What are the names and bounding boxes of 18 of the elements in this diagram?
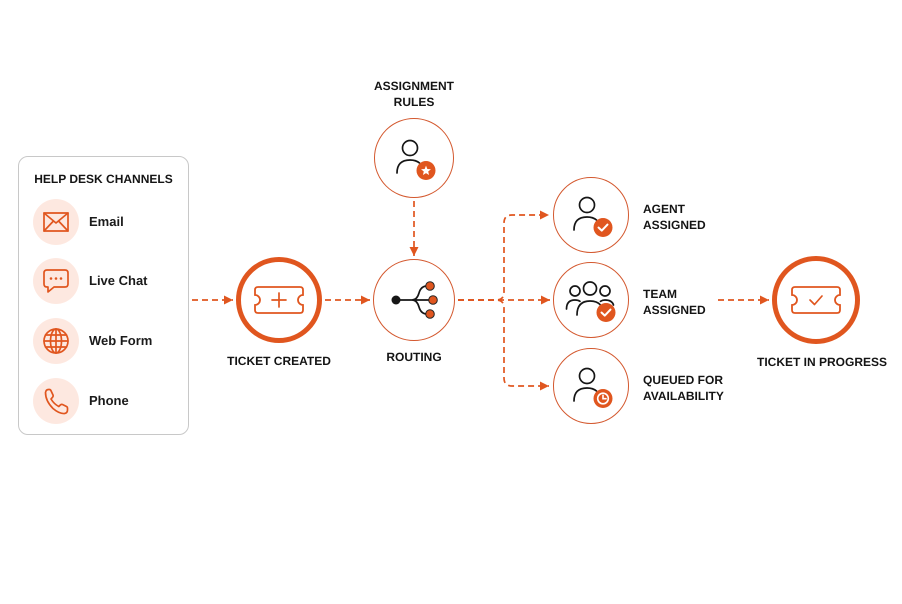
flow-arrow [718,296,769,304]
step-label: QUEUED FOR AVAILABILITY [643,372,725,404]
channel-label: Web Form [89,333,152,349]
channel-label: Phone [89,393,129,409]
channel-label: Live Chat [89,273,148,289]
step-label: TICKET CREATED [226,353,332,369]
channel-label: Email [89,214,124,230]
step-label: TICKET IN PROGRESS [756,354,888,370]
step-label: ROUTING [385,349,443,365]
flow-arrow [192,296,233,304]
step-label: TEAM ASSIGNED [643,286,707,318]
flow-arrow [410,201,418,256]
flow-arrow [325,296,370,304]
panel-title: HELP DESK CHANNELS [33,171,174,187]
step-label: ASSIGNMENT RULES [372,78,455,110]
channels-panel [18,156,189,435]
flow-arrow [458,299,549,390]
step-label: AGENT ASSIGNED [643,201,707,233]
